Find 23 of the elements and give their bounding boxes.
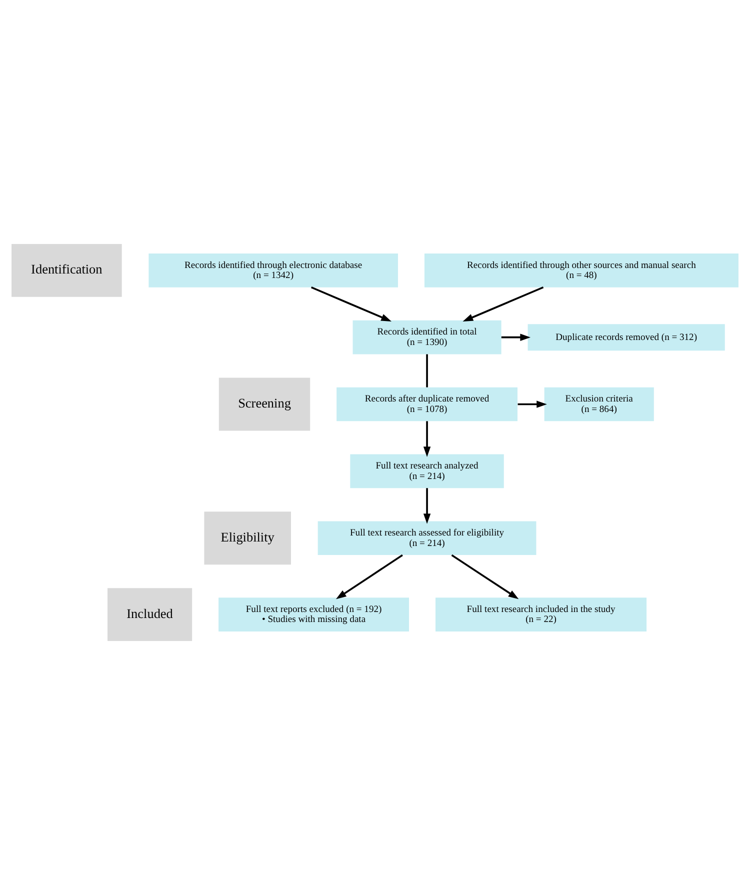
arrow (501, 333, 531, 340)
node-box: Screening (218, 377, 310, 430)
node-box: Full text research analyzed (n = 214) (350, 454, 504, 488)
arrow (423, 420, 431, 456)
arrow (462, 286, 544, 321)
arrow (423, 488, 431, 524)
node-box: Records identified through electronic database (n = 1342) (148, 253, 398, 287)
node-box: Records identified through other sources and manual search (n = 48) (424, 253, 738, 287)
arrow (518, 400, 547, 408)
node-box: Identification (12, 243, 122, 296)
connector (426, 354, 428, 387)
node-box: Full text research included in the study (n = 22) (435, 597, 647, 631)
node-box: Included (108, 588, 192, 641)
node-box: Eligibility (204, 511, 291, 564)
node-box: Full text research assessed for eligibility (n = 214) (318, 520, 536, 555)
node-box: Records identified in total (n = 1390) (352, 320, 502, 354)
arrow (336, 554, 403, 599)
arrow (451, 554, 519, 599)
node-box: Full text reports excluded (n = 192) • Studies with missing data (218, 597, 409, 631)
arrow (310, 286, 392, 321)
node-box: Exclusion criteria (n = 864) (544, 386, 654, 421)
node-box: Duplicate records removed (n = 312) (528, 324, 725, 350)
node-box: Records after duplicate removed (n = 1078) (336, 386, 518, 421)
